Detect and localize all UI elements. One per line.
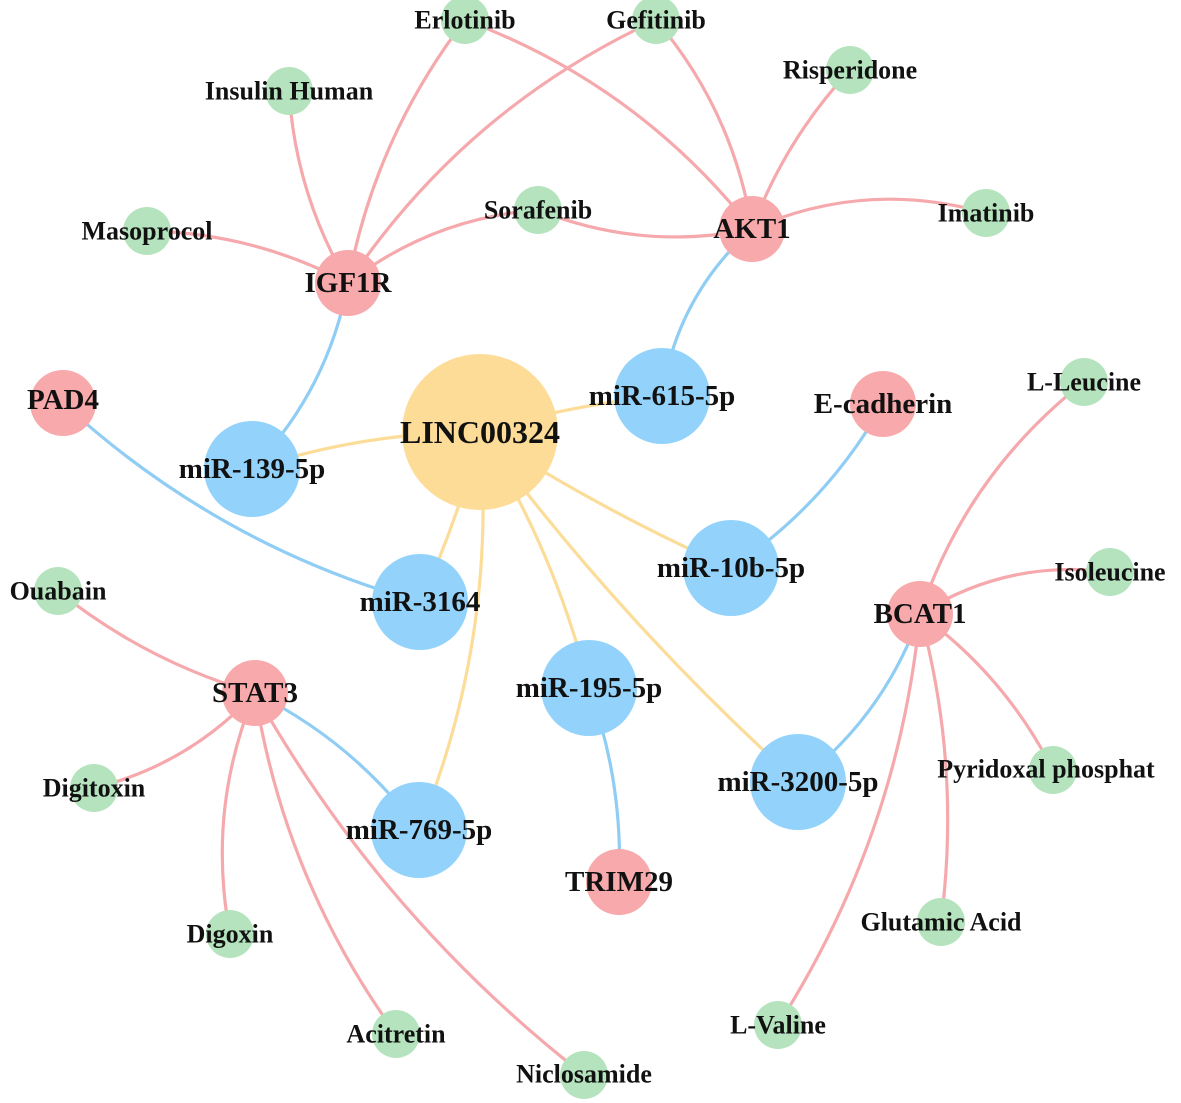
label-bcat1: BCAT1 bbox=[874, 598, 967, 630]
node-mir195 bbox=[541, 640, 637, 736]
node-ouabain bbox=[34, 567, 82, 615]
node-gefitinib bbox=[632, 0, 680, 44]
edge-stat3-digoxin bbox=[220, 692, 257, 935]
label-ecadherin: E-cadherin bbox=[814, 388, 953, 420]
label-stat3: STAT3 bbox=[212, 677, 298, 709]
node-mir3164 bbox=[372, 554, 468, 650]
edge-bcat1-lleucine bbox=[918, 380, 1085, 615]
edge-stat3-acitretin bbox=[253, 692, 398, 1035]
label-mir769: miR-769-5p bbox=[346, 814, 493, 846]
node-layer bbox=[30, 0, 1134, 1099]
label-pyridoxal: Pyridoxal phosphat bbox=[937, 755, 1155, 784]
label-digoxin: Digoxin bbox=[187, 920, 274, 949]
node-sorafenib bbox=[514, 186, 562, 234]
node-niclosamide bbox=[560, 1051, 608, 1099]
node-trim29 bbox=[586, 849, 652, 915]
node-mir10b bbox=[683, 520, 779, 616]
label-masoprocol: Masoprocol bbox=[82, 217, 213, 246]
label-insulin: Insulin Human bbox=[205, 77, 374, 106]
node-ecadherin bbox=[850, 371, 916, 437]
label-layer: LINC00324 miR-615-5p miR-139-5p miR-3164 miR… bbox=[10, 6, 1166, 1089]
node-digitoxin bbox=[70, 764, 118, 812]
node-linc00324 bbox=[402, 354, 558, 510]
label-niclosamide: Niclosamide bbox=[516, 1060, 652, 1089]
label-mir195: miR-195-5p bbox=[516, 672, 663, 704]
edge-bcat1-glutamic bbox=[918, 613, 950, 923]
node-glutamic bbox=[917, 898, 965, 946]
node-lvaline bbox=[754, 1001, 802, 1049]
edge-igf1r-gefitinib bbox=[346, 18, 657, 284]
label-lvaline: L-Valine bbox=[730, 1011, 826, 1040]
edge-bcat1-lvaline bbox=[776, 613, 922, 1026]
edge-mir3164-pad4 bbox=[61, 401, 421, 604]
node-stat3 bbox=[222, 660, 288, 726]
label-pad4: PAD4 bbox=[27, 384, 99, 416]
node-risperidone bbox=[826, 46, 874, 94]
label-isoleucine: Isoleucine bbox=[1054, 558, 1165, 587]
node-pad4 bbox=[30, 370, 96, 436]
edge-akt1-gefitinib bbox=[654, 18, 754, 230]
label-sorafenib: Sorafenib bbox=[484, 196, 592, 225]
node-insulin bbox=[265, 67, 313, 115]
node-mir3200 bbox=[750, 734, 846, 830]
label-mir3164: miR-3164 bbox=[360, 586, 481, 618]
node-digoxin bbox=[206, 910, 254, 958]
label-glutamic: Glutamic Acid bbox=[860, 908, 1022, 937]
node-masoprocol bbox=[123, 207, 171, 255]
label-digitoxin: Digitoxin bbox=[43, 774, 146, 803]
label-mir3200: miR-3200-5p bbox=[717, 766, 878, 798]
label-mir10b: miR-10b-5p bbox=[657, 552, 805, 584]
node-bcat1 bbox=[887, 581, 953, 647]
label-imatinib: Imatinib bbox=[938, 199, 1035, 228]
node-pyridoxal bbox=[1029, 746, 1077, 794]
edge-stat3-niclosamide bbox=[253, 692, 585, 1077]
label-risperidone: Risperidone bbox=[783, 56, 917, 85]
label-mir139: miR-139-5p bbox=[179, 453, 326, 485]
node-igf1r bbox=[315, 250, 381, 316]
node-imatinib bbox=[962, 189, 1010, 237]
label-igf1r: IGF1R bbox=[305, 267, 393, 299]
label-trim29: TRIM29 bbox=[565, 866, 673, 898]
node-erlotinib bbox=[441, 0, 489, 44]
label-gefitinib: Gefitinib bbox=[606, 6, 706, 35]
edge-akt1-erlotinib bbox=[464, 18, 754, 230]
label-lleucine: L-Leucine bbox=[1027, 368, 1141, 397]
node-akt1 bbox=[719, 196, 785, 262]
label-ouabain: Ouabain bbox=[10, 577, 107, 606]
node-isoleucine bbox=[1086, 548, 1134, 596]
node-mir139 bbox=[204, 421, 300, 517]
label-akt1: AKT1 bbox=[713, 213, 790, 245]
label-erlotinib: Erlotinib bbox=[414, 6, 515, 35]
node-mir615 bbox=[614, 348, 710, 444]
label-linc00324: LINC00324 bbox=[400, 414, 560, 450]
node-lleucine bbox=[1060, 358, 1108, 406]
label-mir615: miR-615-5p bbox=[589, 380, 736, 412]
node-mir769 bbox=[371, 782, 467, 878]
label-acitretin: Acitretin bbox=[346, 1020, 446, 1049]
edge-igf1r-erlotinib bbox=[346, 19, 467, 284]
node-acitretin bbox=[372, 1010, 420, 1058]
